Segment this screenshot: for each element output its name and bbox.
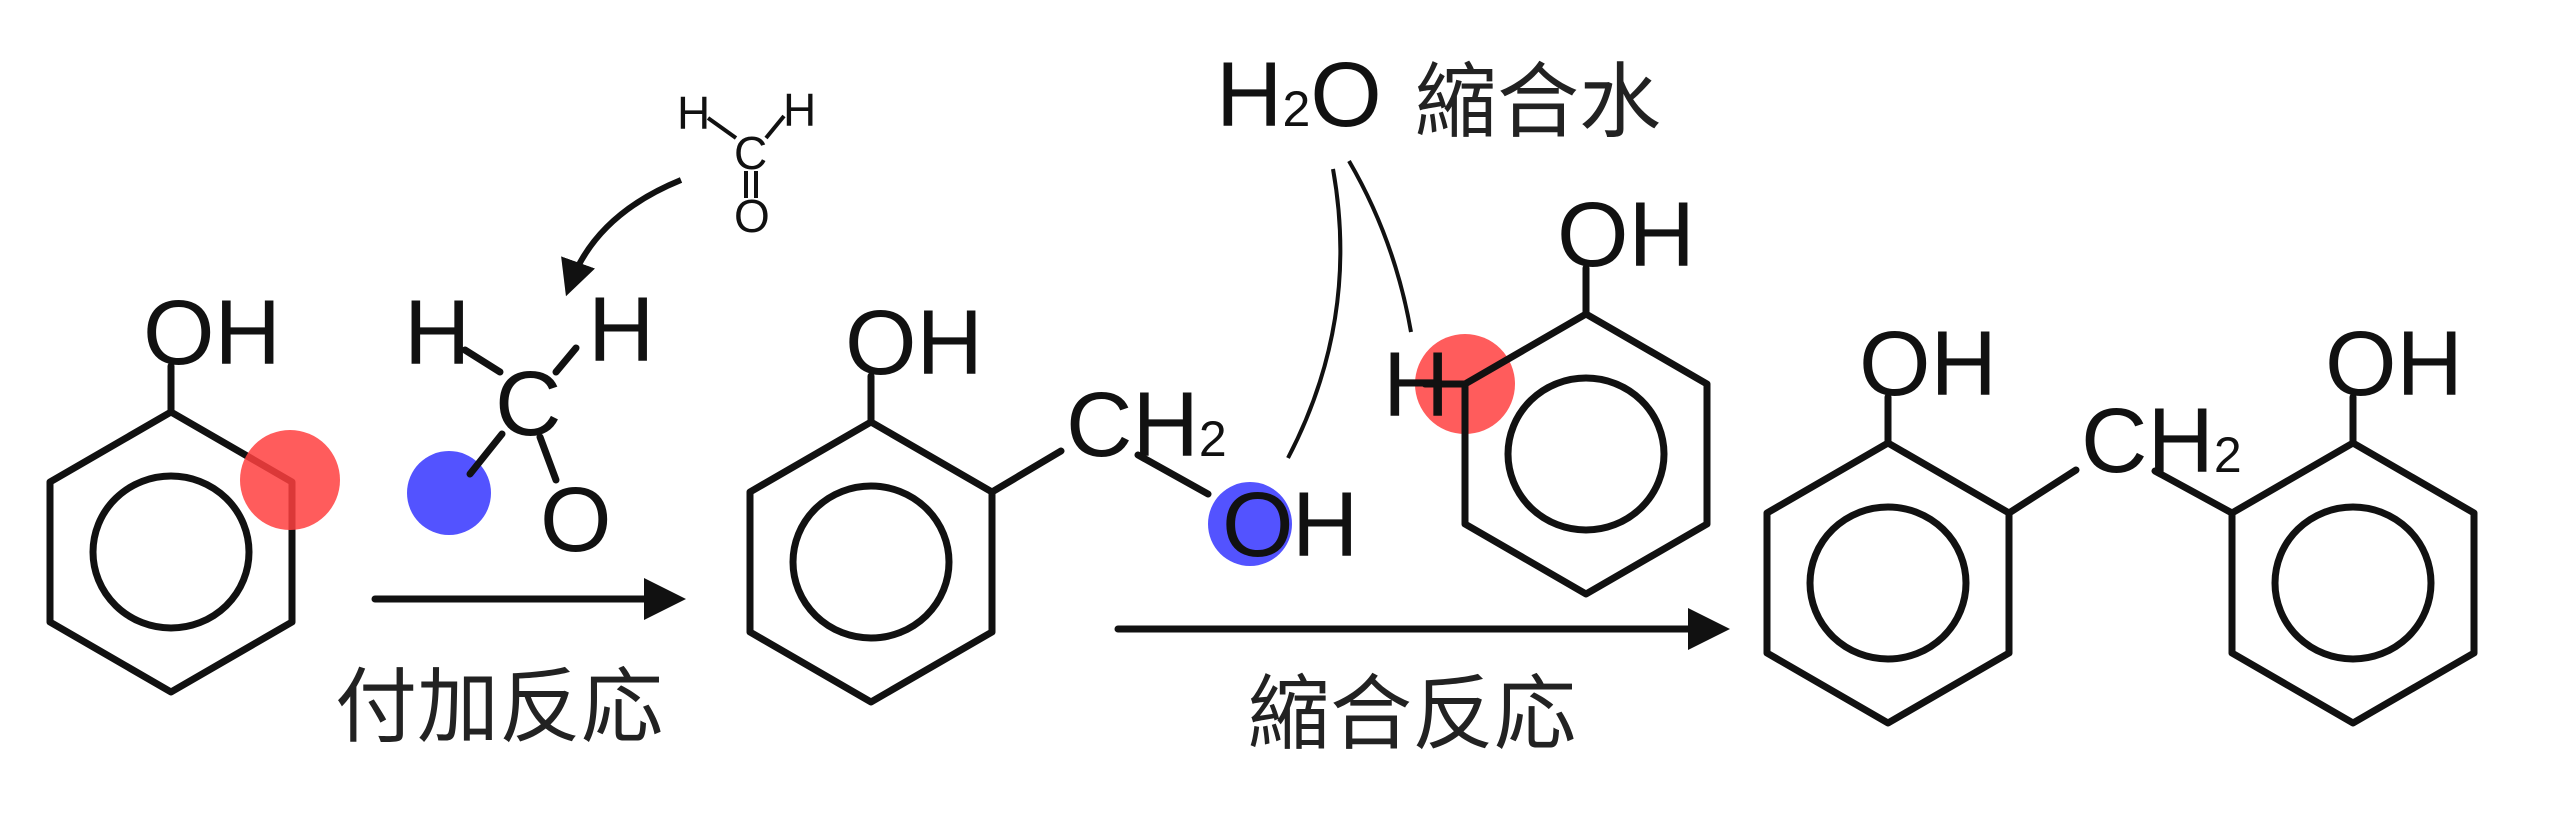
bond [988, 447, 1065, 496]
h-label: H [677, 87, 710, 139]
bond [552, 344, 580, 376]
c-label: C [734, 127, 767, 179]
benzene-ring [746, 418, 996, 706]
h-label: H [1383, 334, 1449, 436]
aromatic-circle [2271, 503, 2435, 663]
phenol-molecule: OH [46, 282, 340, 696]
methylol-phenol-molecule: OH CH2 O H [746, 292, 1358, 706]
h-label: H [1292, 474, 1358, 576]
ch2-label: CH2 [1066, 374, 1227, 476]
ch2-label: CH2 [2081, 390, 2242, 492]
formaldehyde-small: H H C O [677, 84, 816, 242]
bond [461, 346, 504, 376]
h-label: H [588, 279, 654, 381]
aromatic-circle [1806, 503, 1970, 663]
water-formula: H2O [1216, 44, 1382, 146]
bond [764, 114, 786, 140]
oh-label: OH [1859, 313, 1997, 415]
addition-reaction-label: 付加反応 [335, 660, 663, 755]
bond [2151, 467, 2236, 517]
reactive-h-marker [240, 430, 340, 530]
condensation-water-label: 縮合水 [1415, 55, 1661, 150]
condensation-reaction-label: 縮合反応 [1248, 667, 1576, 762]
phenol-molecule-2: OH H [1383, 184, 1711, 598]
benzene-ring [1763, 439, 2013, 727]
oh-label: OH [1557, 184, 1695, 286]
o-label: O [1222, 474, 1294, 576]
oh-label: OH [2325, 313, 2463, 415]
bond [706, 116, 738, 140]
reactive-oh-marker [1208, 482, 1292, 566]
o-label: O [540, 469, 612, 571]
water-bracket-line [1347, 159, 1413, 333]
product-molecule: OH CH2 OH [1763, 313, 2478, 727]
h-label: H [783, 84, 816, 136]
aromatic-circle [789, 482, 953, 642]
water-bracket-line [1286, 168, 1343, 459]
bond [466, 430, 506, 478]
benzene-ring [2228, 439, 2478, 727]
h-label: H [404, 282, 470, 384]
c-label: C [495, 353, 561, 455]
o-label: O [734, 190, 770, 242]
oh-label: OH [845, 292, 983, 394]
oh-label: OH [143, 282, 281, 384]
curved-arrow [561, 177, 683, 297]
aromatic-circle [89, 472, 253, 632]
bond [536, 433, 560, 484]
formaldehyde-molecule: H H C O [404, 279, 654, 571]
bond [1134, 451, 1212, 498]
aromatic-circle [1504, 374, 1668, 534]
bond [2005, 466, 2080, 517]
